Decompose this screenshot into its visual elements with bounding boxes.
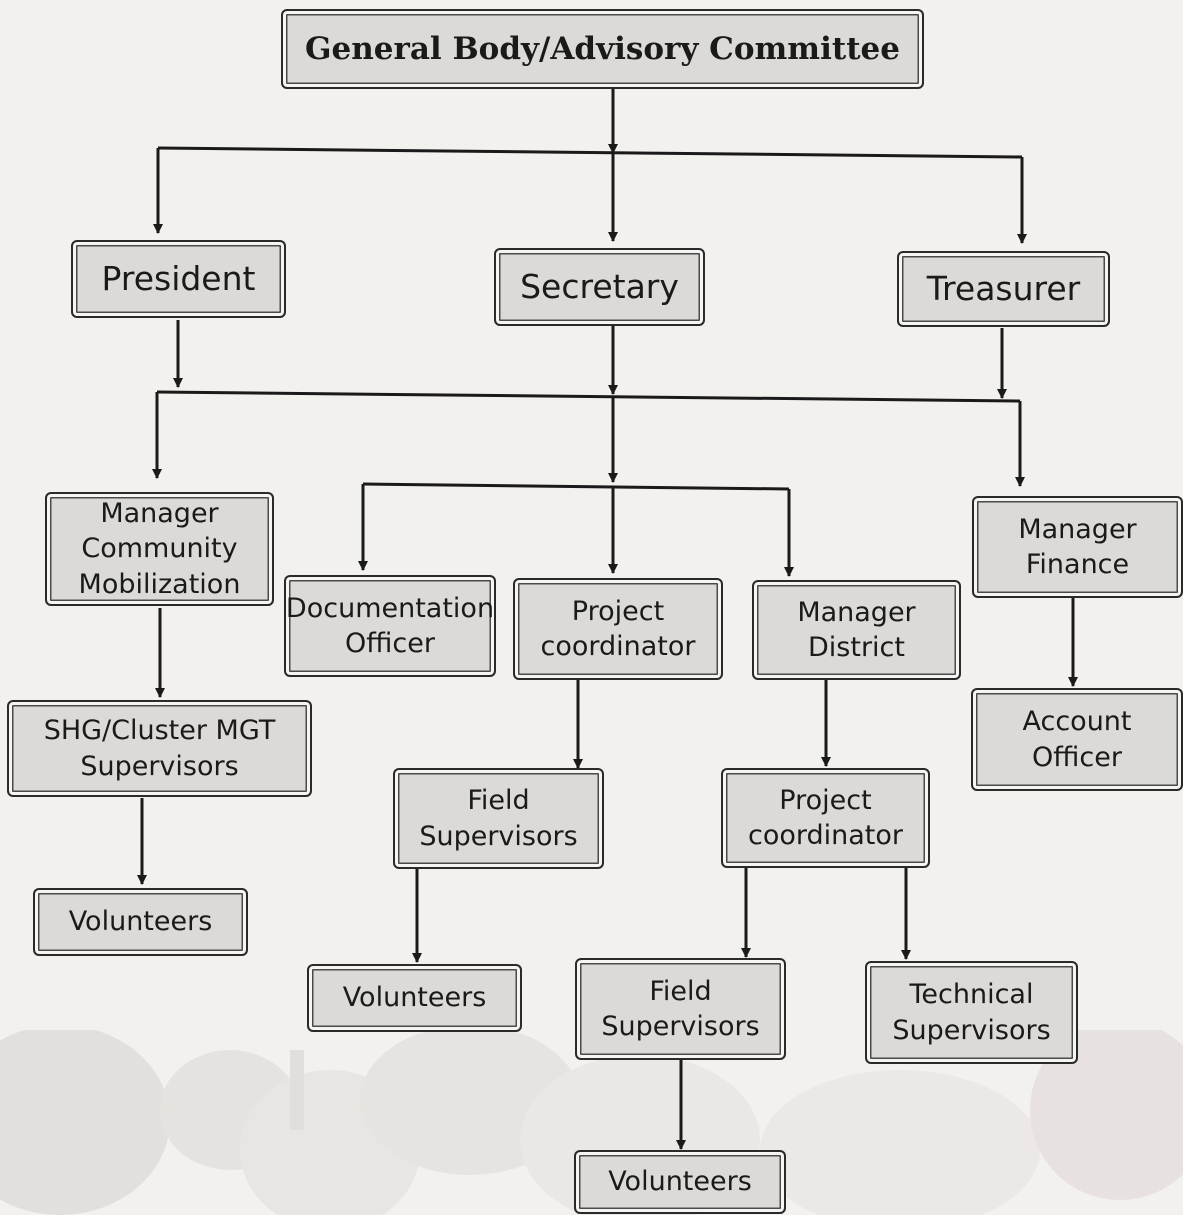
volunteers-box-left: Volunteers <box>33 888 248 956</box>
volunteers-box-middle: Volunteers <box>307 964 522 1032</box>
volunteers-box-bottom: Volunteers <box>574 1150 786 1214</box>
manager-community-mobilization-box: Manager Community Mobilization <box>45 492 274 606</box>
bus-line-top <box>157 146 1023 159</box>
project-coordinator-box: Project coordinator <box>513 578 723 680</box>
manager-finance-box: Manager Finance <box>972 496 1183 598</box>
field-supervisors-box-2: Field Supervisors <box>575 958 786 1060</box>
treasurer-box: Treasurer <box>897 251 1110 327</box>
shg-cluster-supervisors-box: SHG/Cluster MGT Supervisors <box>7 700 312 797</box>
bus-line-secretary <box>362 482 790 491</box>
background-photo-silhouettes <box>0 1030 1183 1215</box>
documentation-officer-box: Documentation Officer <box>284 575 496 677</box>
field-supervisors-box-1: Field Supervisors <box>393 768 604 869</box>
manager-district-box: Manager District <box>752 580 961 680</box>
general-body-box: General Body/Advisory Committee <box>281 9 924 89</box>
project-coordinator-box-2: Project coordinator <box>721 768 930 868</box>
secretary-box: Secretary <box>494 248 705 326</box>
president-box: President <box>71 240 286 318</box>
account-officer-box: Account Officer <box>971 688 1183 791</box>
bus-line-middle <box>156 390 1021 403</box>
technical-supervisors-box: Technical Supervisors <box>865 961 1078 1064</box>
